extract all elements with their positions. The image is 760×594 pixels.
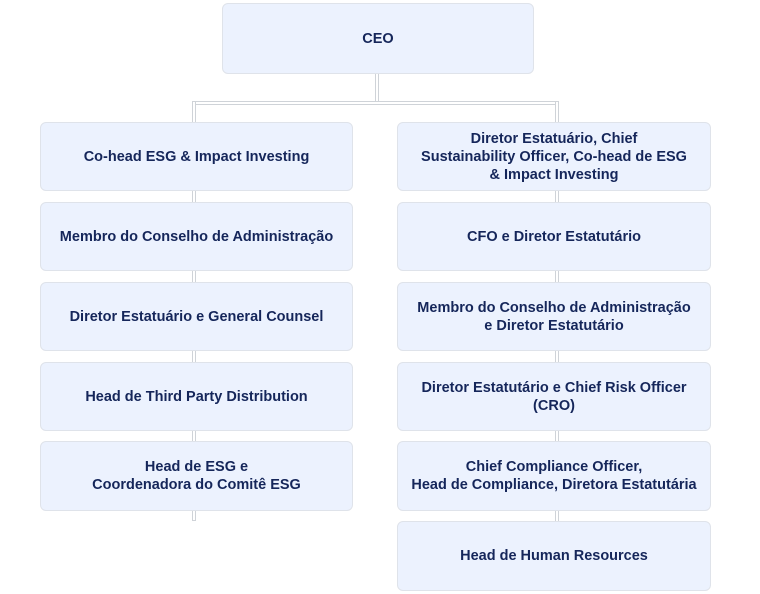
- org-box-label: Membro do Conselho de Administração: [59, 228, 334, 245]
- org-box-label: Diretor Estatuário, Chief: [470, 130, 638, 147]
- org-box-ceo: CEO: [222, 3, 534, 74]
- org-box-label: Diretor Estatuário e General Counsel: [69, 308, 324, 325]
- org-box-label: Chief Compliance Officer,: [465, 459, 643, 475]
- org-box-chief-sustainability-officer: Diretor Estatuário, Chief Sustainability…: [397, 122, 711, 191]
- org-box-label: Diretor Estatutário e Chief Risk Officer: [421, 379, 687, 396]
- org-box-label: CFO e Diretor Estatutário: [466, 228, 642, 245]
- org-box-third-party-distribution: Head de Third Party Distribution: [40, 362, 353, 431]
- org-box-co-head-esg: Co-head ESG & Impact Investing: [40, 122, 353, 191]
- org-box-membro-conselho: Membro do Conselho de Administração: [40, 202, 353, 271]
- org-box-label: Co-head ESG & Impact Investing: [83, 148, 310, 165]
- org-box-label: (CRO): [533, 397, 575, 414]
- org-box-cfo: CFO e Diretor Estatutário: [397, 202, 711, 271]
- org-box-human-resources: Head de Human Resources: [397, 521, 711, 591]
- org-box-label: Head de Human Resources: [460, 548, 648, 564]
- org-box-label: Membro do Conselho de Administração: [417, 299, 691, 316]
- org-box-chief-compliance-officer: Chief Compliance Officer, Head de Compli…: [397, 441, 711, 511]
- org-box-membro-conselho-diretor: Membro do Conselho de Administração e Di…: [397, 282, 711, 351]
- org-box-label: Sustainability Officer, Co-head de ESG: [421, 148, 687, 165]
- org-box-head-esg: Head de ESG e Coordenadora do Comitê ESG: [40, 441, 353, 511]
- org-box-label: e Diretor Estatutário: [484, 317, 624, 334]
- org-box-label: Head de Third Party Distribution: [85, 388, 308, 405]
- org-box-cro: Diretor Estatutário e Chief Risk Officer…: [397, 362, 711, 431]
- org-box-label: & Impact Investing: [489, 166, 619, 183]
- connector-horizontal: [192, 101, 559, 105]
- org-box-label: CEO: [362, 30, 394, 47]
- org-box-label: Coordenadora do Comitê ESG: [92, 477, 301, 493]
- org-box-label: Head de Compliance, Diretora Estatutária: [411, 477, 697, 493]
- org-box-general-counsel: Diretor Estatuário e General Counsel: [40, 282, 353, 351]
- org-box-label: Head de ESG e: [144, 459, 249, 475]
